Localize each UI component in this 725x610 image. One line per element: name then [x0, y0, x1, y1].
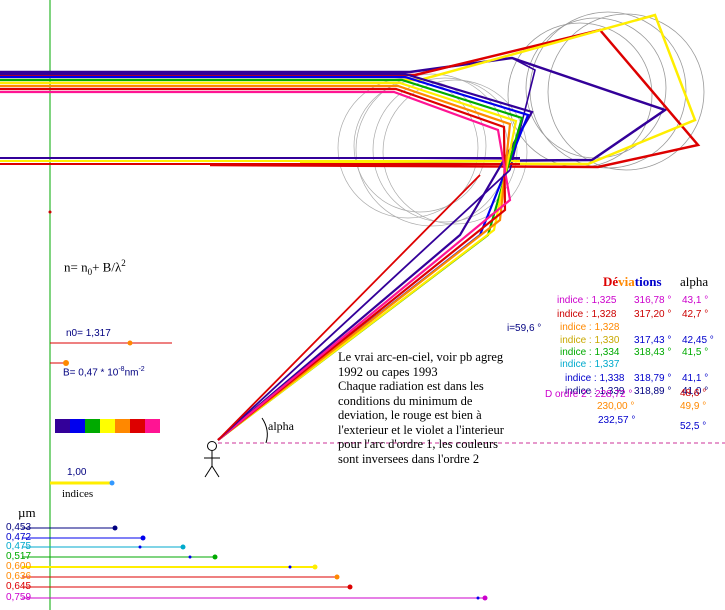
- color-swatch-2: [85, 419, 100, 433]
- b-label-unit: nm: [124, 367, 139, 379]
- order1-rays: [0, 72, 534, 441]
- deviations-part-1: Dé: [603, 274, 619, 289]
- wavelength-label: 0,472: [6, 532, 32, 543]
- order1-row-deviation: 318,79 °: [634, 373, 672, 384]
- order1-row-deviation: 318,43 °: [634, 347, 672, 358]
- paragraph-line: 1992 ou capes 1993: [338, 364, 438, 379]
- b-label-unit-exp: -2: [138, 366, 145, 373]
- paragraph-line: deviation, le rouge est bien à: [338, 408, 482, 422]
- paragraph-line: pour l'arc d'ordre 1, les couleurs: [338, 437, 499, 451]
- wavelength-label: 0,759: [6, 592, 32, 603]
- order2-row-deviation: 230,00 °: [597, 401, 635, 412]
- deviations-alpha-header: alpha: [680, 274, 709, 289]
- color-swatch-5: [130, 419, 145, 433]
- indices-slider-handle[interactable]: [109, 480, 115, 486]
- wl-handle-4[interactable]: [312, 564, 318, 570]
- deviations-part-3: tions: [634, 274, 662, 289]
- wavelength-label: 0,645: [6, 581, 32, 592]
- paragraph-line: sont inversees dans l'ordre 2: [338, 451, 480, 466]
- ray-order1-violet: [0, 72, 534, 441]
- order2-observer-rays: [217, 169, 511, 441]
- order2-row-alpha: 48,6 °: [680, 388, 707, 399]
- formula-mid: + B/λ: [92, 259, 122, 275]
- color-swatch-4: [115, 419, 130, 433]
- formula-label: n= n0+ B/λ2: [64, 259, 126, 277]
- wavelength-label: 0,475: [6, 541, 32, 552]
- wl-handle-3[interactable]: [212, 554, 218, 560]
- indices-value: 1,00: [67, 467, 87, 478]
- order1-row-alpha: 42,45 °: [682, 335, 714, 346]
- axis-dot: [48, 210, 52, 214]
- ray-order1-orange: [0, 84, 512, 441]
- order1-row-deviation: 317,43 °: [634, 335, 672, 346]
- paragraph-line: conditions du minimum de: [338, 393, 473, 408]
- i-label: i=59,6 °: [507, 323, 542, 334]
- incoming-bundle-low: [0, 157, 520, 165]
- order1-row-deviation: 316,78 °: [634, 295, 672, 306]
- ray-order2-red: [0, 28, 701, 169]
- paragraph-line: Chaque radiation est dans les: [338, 379, 484, 393]
- formula-sub: 0: [87, 266, 93, 277]
- order1-row-alpha: 41,1 °: [682, 373, 709, 384]
- order2-row-alpha: 49,9 °: [680, 401, 707, 412]
- deviations-header: Déviations: [603, 275, 662, 288]
- n0-label: n0= 1,317: [66, 328, 111, 339]
- color-swatch-1: [70, 419, 85, 433]
- formula-sup: 2: [121, 258, 126, 268]
- wl-handle-1[interactable]: [140, 535, 146, 541]
- wavelength-label: 0,453: [6, 522, 32, 533]
- formula-prefix: n= n: [64, 259, 88, 275]
- wavelength-label: 0,600: [6, 561, 32, 572]
- um-label: µm: [18, 505, 36, 520]
- alpha-arc: [261, 417, 268, 444]
- order1-row-label: indice : 1,325: [557, 295, 617, 306]
- order1-row-label: indice : 1,328: [557, 309, 617, 320]
- order2-label: D ordre 2 : 228,72 °: [545, 389, 633, 400]
- wl-handle-6[interactable]: [347, 584, 353, 590]
- wl-handle-2[interactable]: [180, 544, 186, 550]
- b-slider-handle[interactable]: [63, 360, 69, 366]
- wavelength-sliders: [22, 525, 488, 601]
- order1-row-alpha: 41,0 °: [682, 386, 709, 397]
- order2-row-alpha: 52,5 °: [680, 421, 707, 432]
- order1-row-alpha: 41,5 °: [682, 347, 709, 358]
- wavelength-label: 0,517: [6, 551, 32, 562]
- color-swatch-6: [145, 419, 160, 433]
- order1-row-label: indice : 1,337: [560, 359, 620, 370]
- wavelength-markers: [138, 545, 480, 600]
- ray-order2-violet: [0, 56, 668, 164]
- order1-row-label: indice : 1,339: [565, 386, 625, 397]
- order1-row-label: indice : 1,328: [560, 322, 620, 333]
- b-label-exp: -8: [118, 366, 125, 373]
- ray-order1-magenta: [0, 90, 512, 441]
- alpha-mark: alpha: [268, 419, 294, 433]
- order1-row-label: indice : 1,330: [560, 335, 620, 346]
- order1-row-label: indice : 1,338: [565, 373, 625, 384]
- color-swatch-0: [55, 419, 70, 433]
- wavelength-label: 0,636: [6, 571, 32, 582]
- color-swatch-3: [100, 419, 115, 433]
- deviations-part-2: via: [618, 274, 635, 289]
- order1-row-alpha: 42,7 °: [682, 309, 709, 320]
- ray-order1-red: [0, 87, 507, 441]
- order2-row-deviation: 232,57 °: [598, 415, 636, 426]
- order1-row-deviation: 317,20 °: [634, 309, 672, 320]
- indices-label: indices: [62, 488, 94, 500]
- ray-order1-yellow: [0, 81, 518, 441]
- wl-handle-0[interactable]: [112, 525, 118, 531]
- paragraph-line: Le vrai arc-en-ciel, voir pb agreg: [338, 350, 504, 364]
- b-label: B= 0,47 * 10-8nm-2: [63, 366, 145, 378]
- order1-row-alpha: 43,1 °: [682, 295, 709, 306]
- wl-handle-7[interactable]: [482, 595, 488, 601]
- b-label-text: B= 0,47 * 10: [63, 367, 119, 379]
- wl-handle-5[interactable]: [334, 574, 340, 580]
- observer-figure: [204, 441, 220, 478]
- order1-row-label: indice : 1,334: [560, 347, 620, 358]
- n0-slider-handle[interactable]: [127, 340, 133, 346]
- paragraph-line: l'exterieur et le violet a l'interieur: [338, 422, 504, 437]
- order1-row-deviation: 318,89 °: [634, 386, 672, 397]
